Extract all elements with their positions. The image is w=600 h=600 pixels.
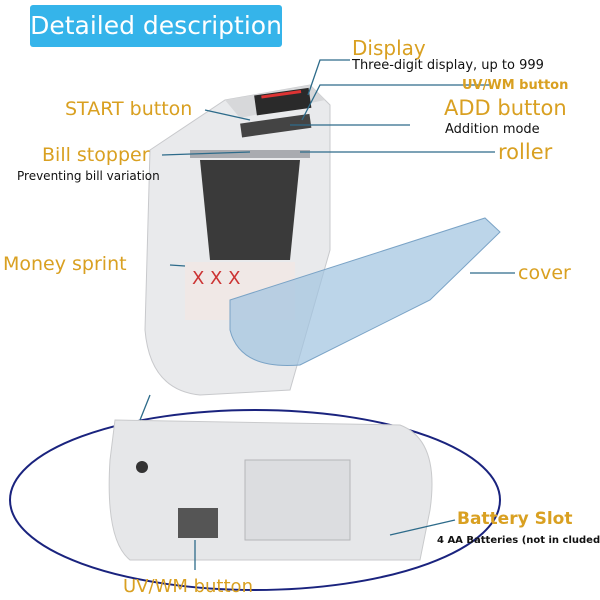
title-banner: Detailed description	[30, 5, 282, 47]
zoom-ellipse	[9, 409, 501, 591]
bill-stopper	[190, 150, 310, 158]
label-cover: cover	[518, 262, 571, 284]
label-start: START button	[65, 98, 193, 120]
bill-marks: X X X	[192, 268, 240, 289]
label-money-sprint: Money sprint	[3, 253, 127, 275]
label-battery-sub: 4 AA Batteries (not in cluded)	[437, 535, 600, 546]
label-stopper: Bill stopper	[42, 144, 150, 166]
label-uvwm-top: UV/WM button	[462, 78, 569, 93]
label-add-sub: Addition mode	[445, 122, 540, 137]
label-display-sub: Three-digit display, up to 999	[352, 58, 544, 73]
label-battery: Battery Slot	[457, 509, 573, 529]
battery-door	[244, 459, 351, 541]
uvwm-switch	[178, 508, 218, 538]
buttons-panel	[240, 113, 312, 138]
label-add: ADD button	[444, 96, 567, 120]
label-display: Display	[352, 36, 426, 60]
label-stopper-sub: Preventing bill variation	[17, 169, 160, 183]
label-roller: roller	[498, 140, 553, 164]
label-uvwm-bottom: UV/WM button	[123, 576, 253, 597]
